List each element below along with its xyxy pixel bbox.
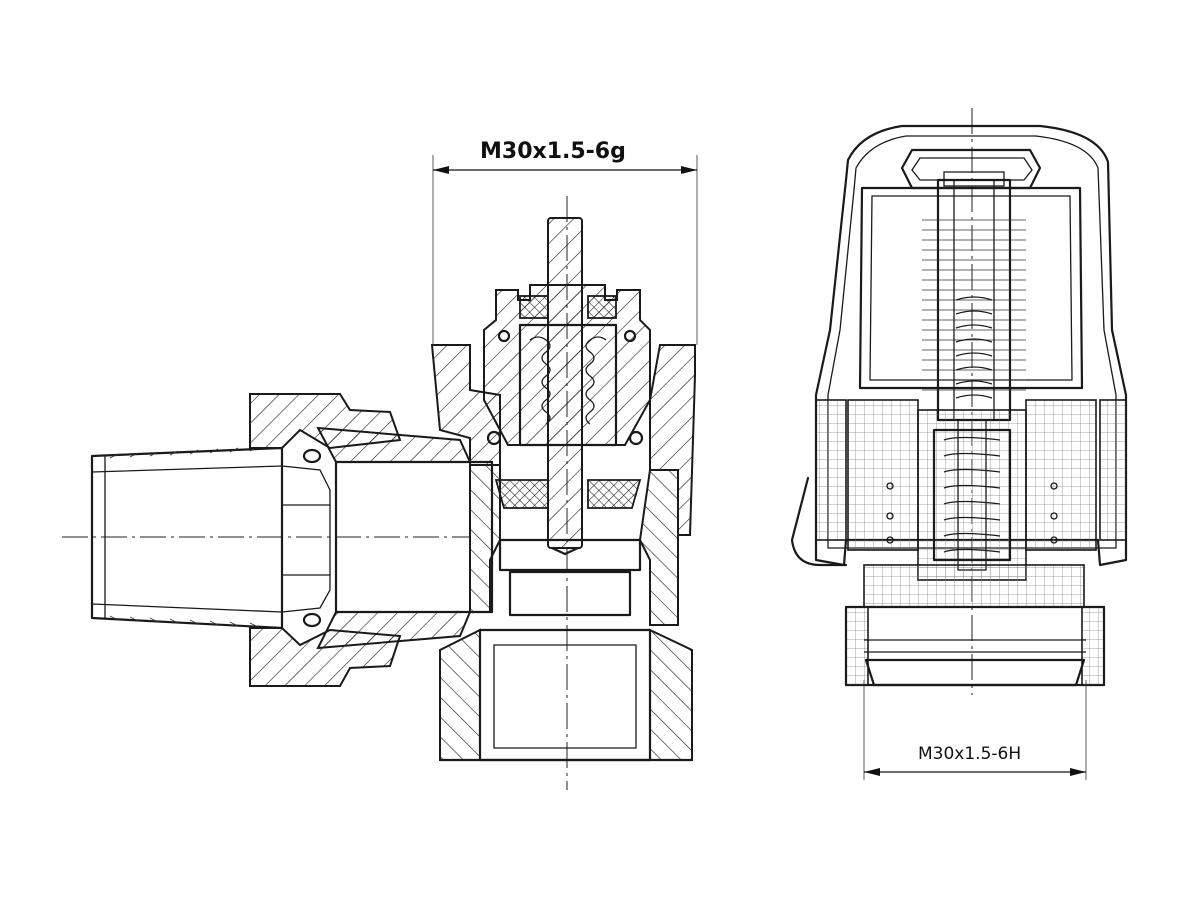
thermostatic-head-section bbox=[790, 108, 1128, 695]
head-thread-dimension bbox=[863, 680, 1087, 780]
valve-thread-dimension bbox=[432, 155, 698, 345]
head-thread-label: M30x1.5-6H bbox=[918, 744, 1022, 764]
head-spring bbox=[955, 296, 993, 399]
bellows-lines bbox=[922, 219, 1026, 391]
valve-body-section bbox=[62, 196, 696, 790]
transfer-spring bbox=[943, 436, 1001, 553]
valve-thread-label: M30x1.5-6g bbox=[480, 139, 626, 164]
